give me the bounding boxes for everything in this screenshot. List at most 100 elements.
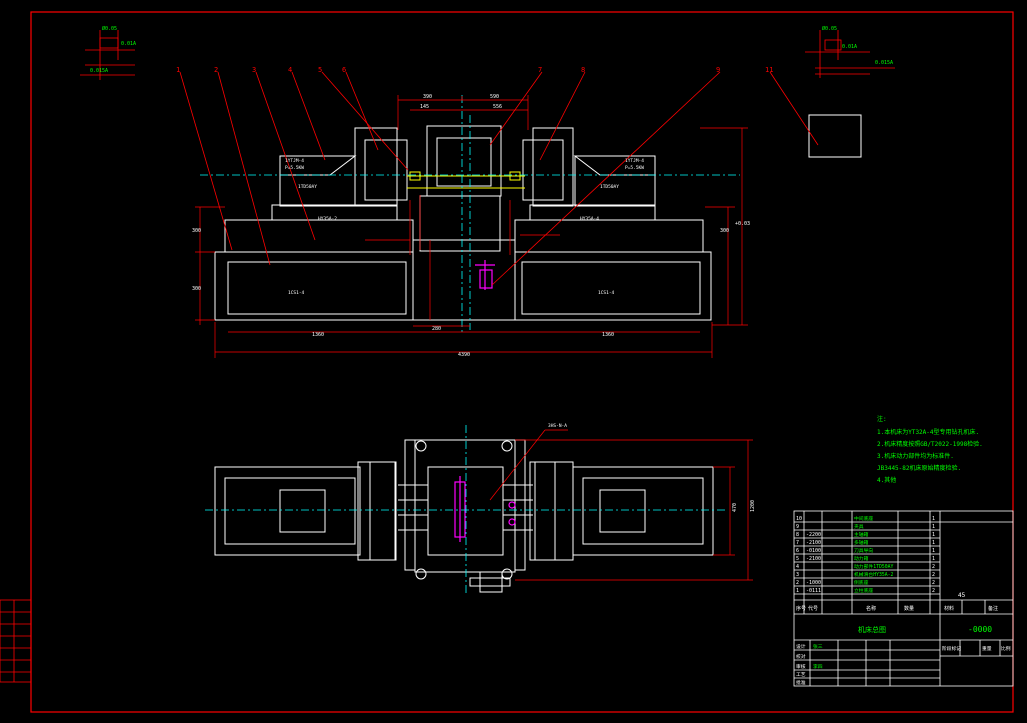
dim-top-span-left: 390 [423, 94, 432, 100]
note-line-1: 1.本机床为YT32A-4型专用钻孔机床. [877, 428, 979, 436]
callout-2: 2 [214, 66, 218, 74]
note-line-2: 2.机床精度按照GB/T2022-1998检验. [877, 440, 983, 448]
part-qty-3: 2 [932, 572, 935, 578]
sign-review: 审核 [796, 663, 806, 670]
part-name-9: 夹具 [854, 523, 864, 530]
header-qty: 数量 [904, 605, 914, 612]
dim-left-height-a: 300 [192, 228, 201, 234]
left-base: 1CS1-4 [288, 290, 305, 296]
plan-height-a: 470 [732, 503, 738, 512]
header-code: 代号 [808, 605, 818, 612]
part-name-6: 刀具导向 [854, 547, 873, 554]
part-qty-5: 1 [932, 556, 935, 562]
dim-total-length: 4390 [458, 352, 470, 358]
technical-notes: 注: 1.本机床为YT32A-4型专用钻孔机床. 2.机床精度按照GB/T202… [877, 415, 983, 484]
part-code-7: -2100 [806, 540, 821, 546]
part-no-8: 8 [796, 532, 799, 538]
callout-8: 8 [581, 66, 585, 74]
dim-right-height-b: +0.03 [735, 221, 750, 227]
callout-4: 4 [288, 66, 292, 74]
part-code-6: -0100 [806, 548, 821, 554]
part-name-2: 侧底座 [854, 579, 869, 586]
right-slide: HY35A-4 [580, 216, 599, 222]
part-name-3: 机械滑台HY35A-2 [854, 571, 894, 578]
notes-title: 注: [877, 415, 887, 423]
sign-name-review: 李四 [813, 663, 823, 670]
part-qty-10: 1 [932, 516, 935, 522]
part-name-7: 多轴箱 [854, 539, 869, 546]
part-qty-7: 1 [932, 540, 935, 546]
callout-3: 3 [252, 66, 256, 74]
part-11-box [808, 114, 862, 158]
callout-6: 6 [342, 66, 346, 74]
detail-mark-right [805, 30, 895, 78]
left-unit-power: P=5.5KW [285, 165, 304, 171]
scale-value: 45 [958, 592, 966, 599]
part-qty-8: 1 [932, 532, 935, 538]
note-line-3: 3.机床动力部件均为标准件. [877, 452, 954, 460]
plan-dimensions [489, 429, 753, 581]
callout-7: 7 [538, 66, 542, 74]
detail-mark-left [80, 30, 135, 80]
part-no-4: 4 [796, 564, 799, 570]
header-no: 序号 [796, 605, 806, 612]
drawing-frame [30, 11, 1014, 713]
callout-11: 11 [765, 66, 773, 74]
title-block-text: 10 9 8 7 6 5 4 3 2 1 -2200 -2100 -0100 -… [796, 515, 1011, 686]
left-slide: HY35A-2 [318, 216, 337, 222]
part-no-2: 2 [796, 580, 799, 586]
part-no-9: 9 [796, 524, 799, 530]
part-no-6: 6 [796, 548, 799, 554]
drawing-name: 机床总图 [858, 625, 886, 634]
sign-check: 校对 [796, 653, 806, 660]
plan-ref: 3HS-N-A [548, 423, 567, 429]
right-unit-tag: 1YTJM-4 [625, 158, 644, 164]
callout-1: 1 [176, 66, 180, 74]
note-line-5: 4.其他 [877, 476, 896, 484]
part-name-8: 主轴箱 [854, 531, 869, 538]
part-code-1: -0111 [806, 588, 821, 594]
sign-design: 设计 [796, 643, 806, 650]
title-block [793, 510, 1014, 687]
detail-right-bottom: 0.015A [875, 60, 893, 66]
dim-left-height-b: 300 [192, 286, 201, 292]
sign-name-design: 张三 [813, 643, 823, 650]
dim-top-sub-right: 556 [493, 104, 502, 110]
front-view [179, 71, 819, 358]
callout-labels: 1 2 3 4 5 6 7 8 9 11 [176, 66, 773, 74]
plan-magenta-fixture [454, 476, 516, 542]
part-no-3: 3 [796, 572, 799, 578]
weight-label: 重量 [982, 645, 992, 652]
part-qty-6: 1 [932, 548, 935, 554]
detail-right-top: Ø0.05 [822, 25, 837, 32]
part-name-4: 动力部件1TD50AY [854, 563, 894, 570]
part-no-1: 1 [796, 588, 799, 594]
part-code-2: -1000 [806, 580, 821, 586]
detail-left-bottom: 0.015A [90, 68, 108, 74]
dim-right-height-a: 300 [720, 228, 729, 234]
callout-5: 5 [318, 66, 322, 74]
sign-process: 工艺 [796, 672, 806, 678]
part-no-5: 5 [796, 556, 799, 562]
right-unit-power: P=5.5KW [625, 165, 644, 171]
part-name-10: 中间底座 [854, 515, 873, 522]
left-unit-tag: 1YTJM-4 [285, 158, 304, 164]
left-spindle: 1TD50AY [298, 184, 317, 190]
part-qty-1: 2 [932, 588, 935, 594]
dim-center-gap: 280 [432, 326, 441, 332]
part-code-8: -2200 [806, 532, 821, 538]
right-base: 1CS1-4 [598, 290, 615, 296]
part-qty-9: 1 [932, 524, 935, 530]
drawing-number: -0000 [968, 625, 992, 634]
detail-left-mid: 0.01A [121, 41, 136, 47]
dim-left-length: 1360 [312, 332, 324, 338]
left-margin-table [0, 599, 32, 683]
part-qty-4: 2 [932, 564, 935, 570]
part-name-5: 动力箱 [854, 555, 869, 562]
detail-left-top: Ø0.05 [102, 25, 117, 32]
note-line-4: JB3445-82机床原始精度检验. [877, 464, 961, 472]
ratio-label: 比例 [1001, 645, 1011, 652]
part-qty-2: 2 [932, 580, 935, 586]
detail-right-mid: 0.01A [842, 44, 857, 50]
